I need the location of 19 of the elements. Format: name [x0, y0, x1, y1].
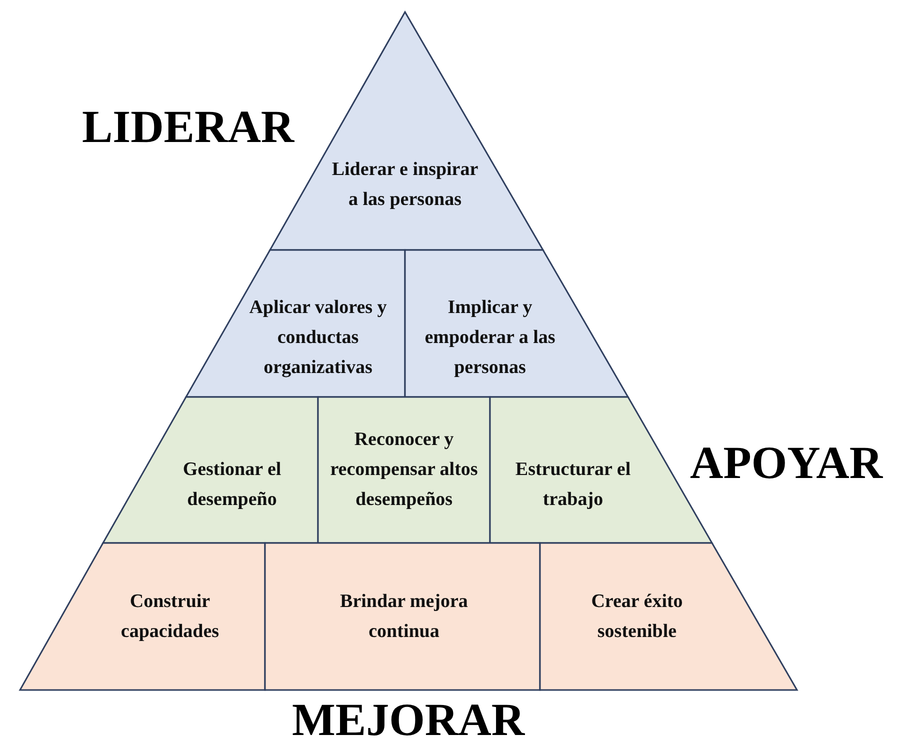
- section-label: Construir capacidades: [120, 590, 220, 644]
- pyramid-section: [540, 543, 797, 690]
- pyramid-section: [103, 397, 318, 543]
- section-label: Gestionar el desempeño: [182, 458, 282, 512]
- pyramid-section: [318, 397, 490, 543]
- section-label: Crear éxito sostenible: [590, 590, 684, 644]
- level-heading: LIDERAR: [82, 104, 294, 150]
- section-label: Liderar e inspirar a las personas: [330, 158, 480, 212]
- section-label: Aplicar valores y conductas organizativas: [248, 296, 388, 380]
- pyramid-section: [20, 543, 265, 690]
- pyramid-section: [265, 543, 540, 690]
- section-label: Implicar y empoderar a las personas: [424, 296, 556, 380]
- section-label: Estructurar el trabajo: [514, 458, 632, 512]
- pyramid-section: [186, 250, 405, 397]
- section-label: Brindar mejora continua: [339, 590, 469, 644]
- level-heading: APOYAR: [690, 440, 883, 486]
- level-heading: MEJORAR: [292, 697, 525, 740]
- section-label: Reconocer y recompensar altos desempeños: [329, 428, 479, 512]
- pyramid-section: [405, 250, 628, 397]
